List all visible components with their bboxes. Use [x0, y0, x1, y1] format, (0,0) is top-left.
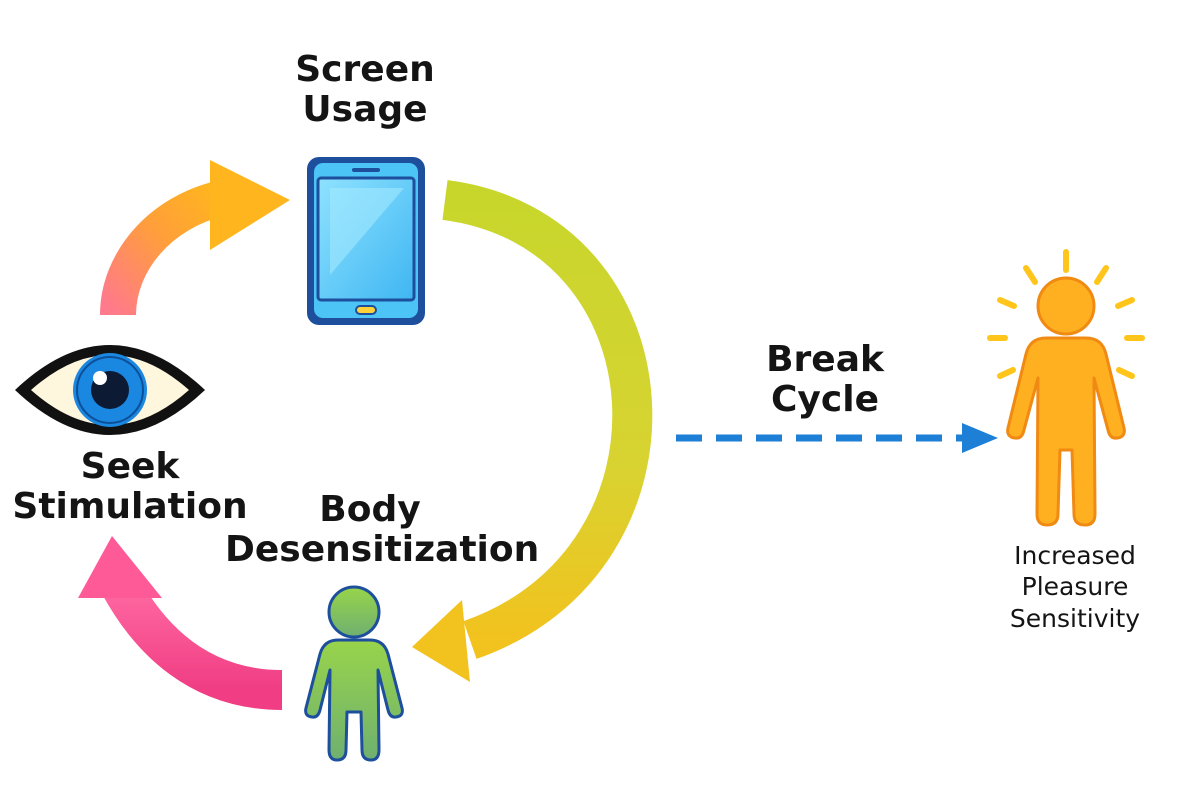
- arrow-screen-to-body: [412, 180, 653, 682]
- label-seek-stimulation: Seek Stimulation: [12, 446, 248, 527]
- arrow-break-cycle: [676, 423, 998, 453]
- person-icon: [304, 585, 404, 762]
- label-body-desensitization: Body Desensitization: [225, 489, 540, 570]
- smartphone-icon: [307, 157, 425, 325]
- label-increased-pleasure-sensitivity: Increased Pleasure Sensitivity: [1009, 541, 1141, 633]
- label-screen-usage: Screen Usage: [295, 49, 435, 130]
- label-break-cycle: Break Cycle: [766, 339, 884, 420]
- radiant-person-icon: [987, 249, 1145, 527]
- arrow-seek-to-screen: [100, 160, 290, 316]
- eye-icon: [15, 345, 205, 435]
- arrow-body-to-seek: [78, 536, 283, 710]
